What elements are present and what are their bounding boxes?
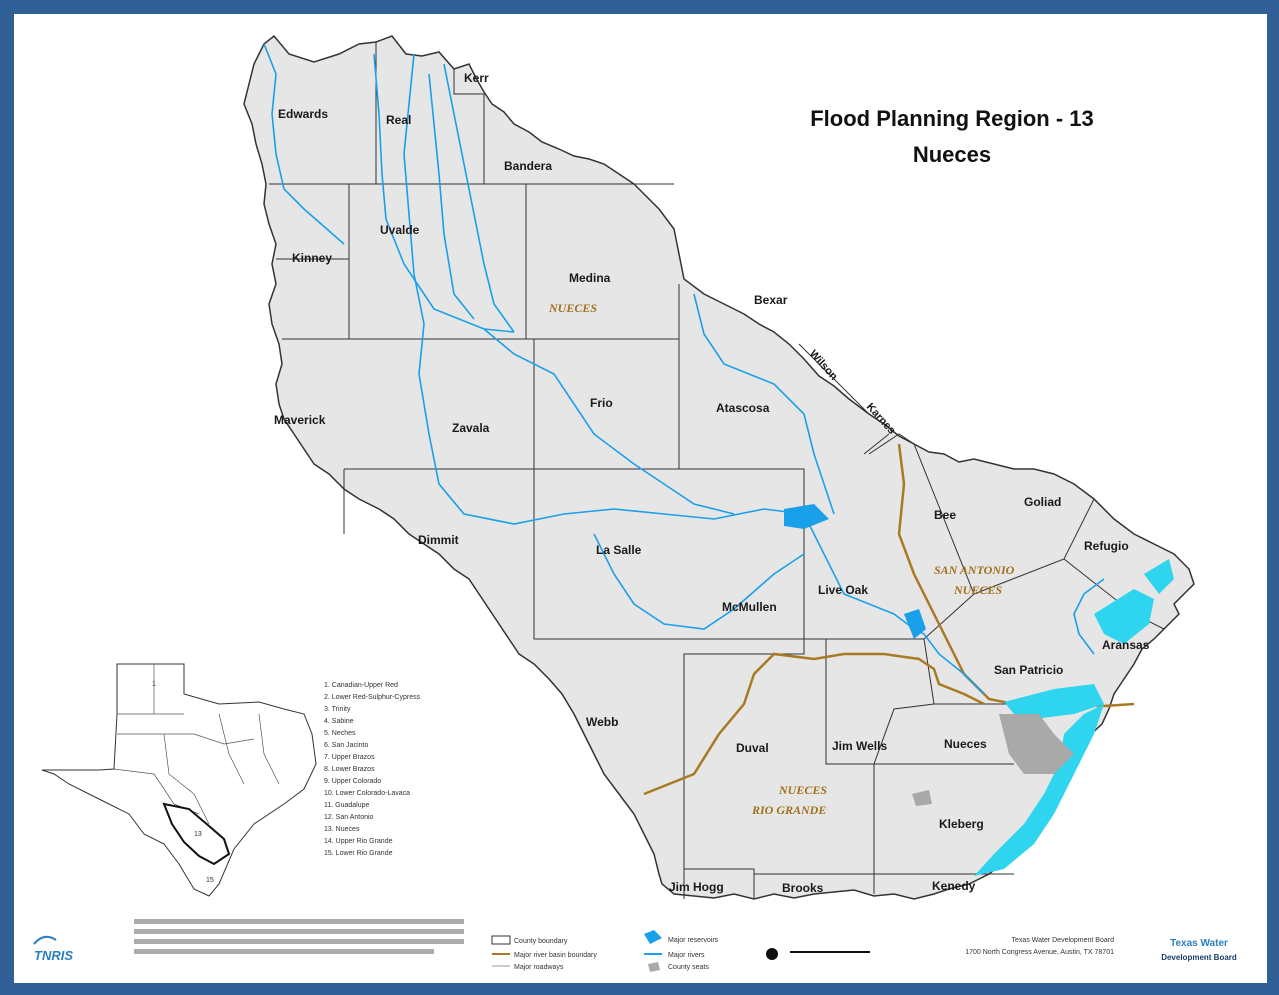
- county-label: Brooks: [782, 881, 824, 895]
- texas-outline: [41, 663, 317, 897]
- inset-legend-item: 5. Neches: [324, 730, 356, 737]
- inset-legend-item: 9. Upper Colorado: [324, 778, 381, 785]
- copano-bay: [1144, 559, 1174, 594]
- basin-label: RIO GRANDE: [751, 803, 826, 817]
- choke-canyon-reservoir: [784, 504, 829, 529]
- county-label: Kenedy: [932, 879, 976, 893]
- legend-label: Major rivers: [668, 952, 705, 959]
- tnris-swoosh-icon: [33, 935, 57, 945]
- inset-legend-item: 4. Sabine: [324, 718, 354, 725]
- map-title: Flood Planning Region - 13: [810, 106, 1094, 131]
- inset-legend-item: 13. Nueces: [324, 826, 360, 833]
- legend-label: Major reservoirs: [668, 937, 719, 944]
- county-label: Kleberg: [939, 817, 984, 831]
- disclaimer-block: [134, 919, 464, 954]
- twdb-logo-text: Development Board: [1161, 953, 1237, 962]
- county-label: Atascosa: [716, 401, 770, 415]
- county-label: Refugio: [1084, 539, 1129, 553]
- region-number-13: 13: [194, 831, 202, 838]
- county-label: Nueces: [944, 737, 987, 751]
- inset-legend-item: 12. San Antonio: [324, 814, 374, 821]
- legend-label: Major roadways: [514, 964, 564, 971]
- county-label: Webb: [586, 715, 618, 729]
- map-legend: County boundary Major river basin bounda…: [491, 930, 870, 972]
- county-label: Goliad: [1024, 495, 1061, 509]
- corpus-christi-city: [999, 714, 1074, 774]
- legend-label: County seats: [668, 964, 709, 971]
- aransas-bay: [1094, 589, 1154, 644]
- county-label: La Salle: [596, 543, 642, 557]
- county-label: Aransas: [1102, 638, 1150, 652]
- twdb-logo: Texas Water Development Board: [1161, 938, 1237, 962]
- twdb-address: Texas Water Development Board 1700 North…: [965, 937, 1114, 956]
- county-label: Duval: [736, 741, 769, 755]
- county-label: Real: [386, 113, 411, 127]
- map-subtitle: Nueces: [913, 142, 991, 167]
- lake-corpus-christi: [904, 609, 926, 639]
- kingsville-city: [912, 790, 932, 806]
- twdb-address-line: Texas Water Development Board: [1012, 937, 1115, 944]
- inset-legend: 1. Canadian-Upper Red 2. Lower Red-Sulph…: [324, 682, 421, 857]
- county-box-icon: [491, 935, 511, 945]
- twdb-logo-text: Texas Water: [1170, 938, 1228, 949]
- tnris-logo-text: TNRIS: [34, 948, 73, 963]
- county-label: Maverick: [274, 413, 326, 427]
- laguna-madre: [974, 704, 1104, 876]
- region-number-15: 15: [206, 877, 214, 884]
- county-label: Bee: [934, 508, 956, 522]
- inset-legend-item: 2. Lower Red-Sulphur-Cypress: [324, 694, 421, 701]
- inset-legend-item: 11. Guadalupe: [324, 802, 370, 809]
- basin-labels: NUECES SAN ANTONIO NUECES NUECES RIO GRA…: [548, 301, 1015, 817]
- basin-label: SAN ANTONIO: [934, 563, 1015, 577]
- basin-label: NUECES: [953, 583, 1002, 597]
- inset-legend-item: 14. Upper Rio Grande: [324, 838, 393, 845]
- inset-legend-item: 1. Canadian-Upper Red: [324, 682, 398, 689]
- north-arrow-icon: [766, 948, 778, 960]
- county-label: Bandera: [504, 159, 552, 173]
- region-number-1: 1: [152, 681, 156, 688]
- inset-legend-item: 6. San Jacinto: [324, 742, 368, 749]
- inset-legend-item: 15. Lower Rio Grande: [324, 850, 393, 857]
- county-label: Jim Wells: [832, 739, 887, 753]
- county-label: Kinney: [292, 251, 332, 265]
- map-frame: Flood Planning Region - 13 Nueces Kerr E…: [14, 14, 1267, 983]
- region-13-highlight: [162, 802, 231, 866]
- county-label: San Patricio: [994, 663, 1063, 677]
- county-label: Bexar: [754, 293, 788, 307]
- twdb-address-line: 1700 North Congress Avenue, Austin, TX 7…: [965, 949, 1114, 956]
- county-label: Dimmit: [418, 533, 459, 547]
- county-label: Edwards: [278, 107, 328, 121]
- city-shape-icon: [648, 962, 660, 972]
- corpus-christi-bay: [1004, 684, 1104, 719]
- rivers: [263, 43, 1105, 695]
- reservoir-shape-icon: [644, 930, 662, 944]
- county-label: Jim Hogg: [669, 880, 724, 894]
- basin-label: NUECES: [778, 783, 827, 797]
- tnris-logo: TNRIS: [33, 935, 73, 963]
- county-label: Frio: [590, 396, 613, 410]
- county-label: Zavala: [452, 421, 490, 435]
- map-canvas: Flood Planning Region - 13 Nueces Kerr E…: [33, 34, 1237, 972]
- inset-legend-item: 10. Lower Colorado-Lavaca: [324, 790, 410, 797]
- county-label: Kerr: [464, 71, 489, 85]
- basin-label: NUECES: [548, 301, 597, 315]
- inset-legend-item: 8. Lower Brazos: [324, 766, 375, 773]
- county-label: Medina: [569, 271, 611, 285]
- texas-inset-map: 1 13 15: [41, 663, 317, 897]
- water-bodies: [784, 504, 1174, 876]
- county-label: McMullen: [722, 600, 777, 614]
- inset-legend-item: 3. Trinity: [324, 706, 351, 713]
- legend-label: Major river basin boundary: [514, 952, 597, 959]
- county-label: Uvalde: [380, 223, 420, 237]
- county-label: Live Oak: [818, 583, 868, 597]
- legend-label: County boundary: [514, 938, 568, 945]
- inset-legend-item: 7. Upper Brazos: [324, 754, 375, 761]
